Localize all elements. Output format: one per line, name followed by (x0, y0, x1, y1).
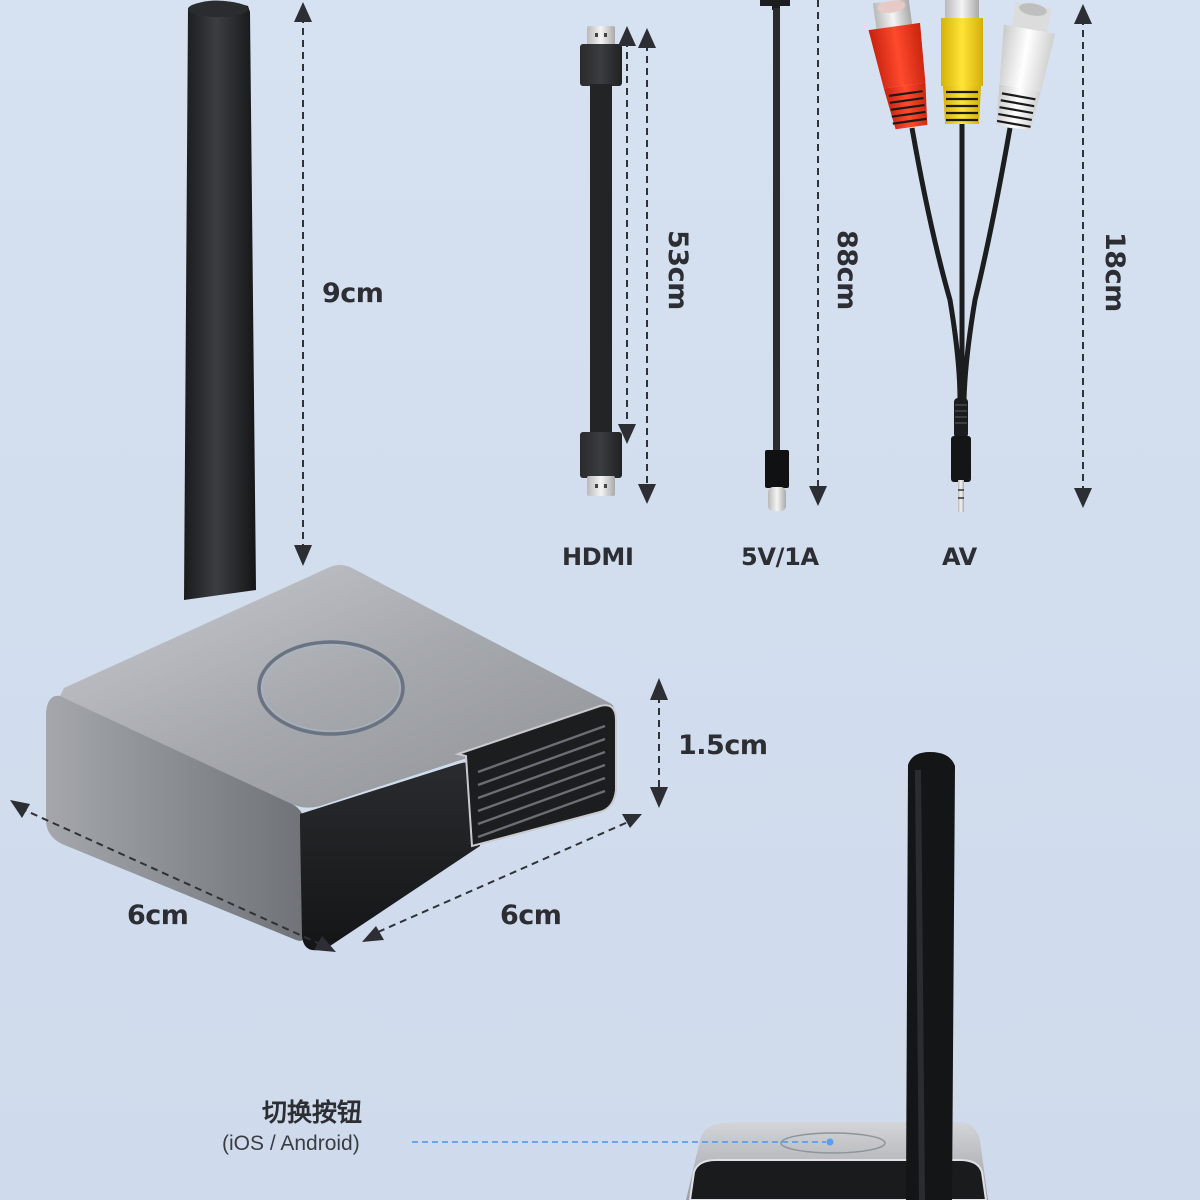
dimension-arrow-power (809, 0, 827, 506)
rca-plug-yellow (941, 0, 983, 124)
rca-plug-red (868, 0, 928, 130)
switch-button (780, 1132, 886, 1154)
power-button-ring (257, 640, 405, 736)
body-height-label: 1.5cm (678, 730, 768, 761)
switch-button-title: 切换按钮 (262, 1098, 363, 1127)
dimension-arrow-height (650, 678, 668, 808)
av-length-label: 18cm (1099, 232, 1130, 312)
power-cable-label: 5V/1A (741, 543, 819, 571)
device-front-view (686, 752, 988, 1200)
dimension-arrow-width-right (362, 814, 642, 942)
vent-grille (477, 724, 606, 839)
usb-c-cable (760, 0, 790, 511)
antenna-height-label: 9cm (322, 278, 384, 309)
av-rca-cable (868, 0, 1056, 512)
power-length-label: 88cm (831, 230, 862, 310)
width-left-label: 6cm (127, 900, 189, 931)
dimension-arrow-hdmi (618, 26, 636, 444)
av-cable-label: AV (942, 543, 977, 571)
device-main (46, 565, 617, 951)
callout-line (412, 1138, 834, 1146)
dimension-arrow-hdmi-visual (638, 28, 656, 504)
hdmi-cable-label: HDMI (562, 543, 634, 571)
hdmi-length-label: 53cm (662, 230, 693, 310)
dimension-arrow-av (1074, 4, 1092, 508)
rca-plug-white (996, 2, 1056, 131)
antenna-large (184, 0, 256, 600)
dimension-arrow-width-left (10, 800, 336, 952)
switch-button-subtitle: (iOS / Android) (222, 1132, 360, 1155)
hdmi-cable (580, 26, 622, 496)
dimension-arrow-antenna (294, 2, 312, 566)
width-right-label: 6cm (500, 900, 562, 931)
